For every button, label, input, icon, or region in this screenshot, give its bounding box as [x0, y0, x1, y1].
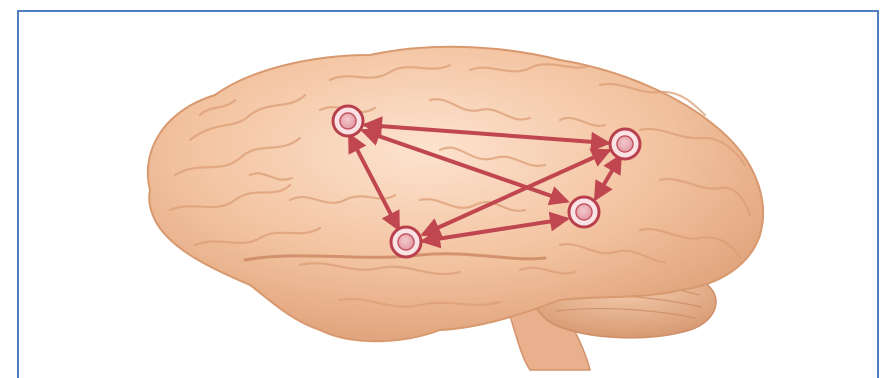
- node-n3: [391, 227, 421, 257]
- node-n2: [610, 129, 640, 159]
- node-n4: [569, 197, 599, 227]
- node-n1: [333, 106, 363, 136]
